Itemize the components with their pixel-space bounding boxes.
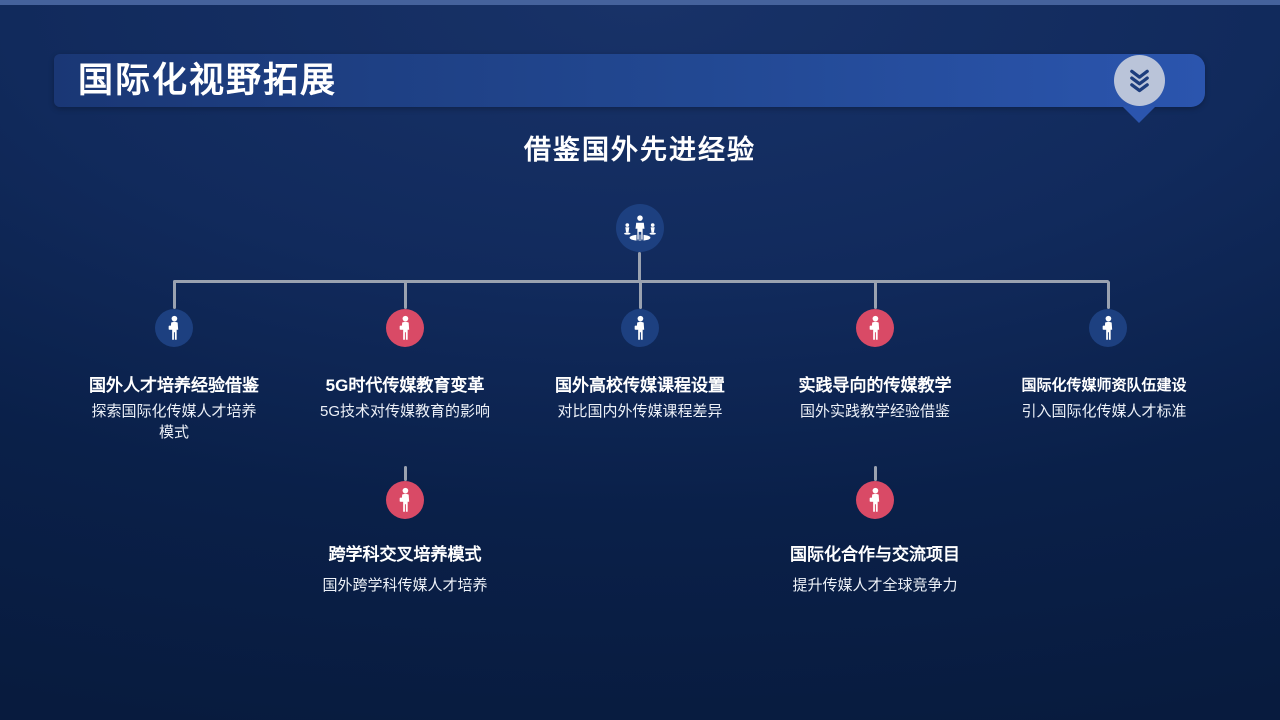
node-circle-4 <box>856 309 894 347</box>
node-title-5: 国际化传媒师资队伍建设 <box>1021 377 1187 394</box>
connector-stub-7 <box>874 466 877 481</box>
node-desc-5: 引入国际化传媒人才标准 <box>1021 403 1187 420</box>
person-icon <box>168 315 179 340</box>
person-icon <box>634 315 645 340</box>
node-title-1: 国外人才培养经验借鉴 <box>89 376 259 395</box>
page-title: 国际化视野拓展 <box>78 61 338 100</box>
node-desc-1: 探索国际化传媒人才培养模式 <box>91 403 257 441</box>
node-circle-2 <box>386 309 424 347</box>
connector-drop-5 <box>1107 281 1110 309</box>
node-circle-7 <box>856 481 894 519</box>
node-desc-2: 5G技术对传媒教育的影响 <box>319 403 491 420</box>
connector-drop-3 <box>639 281 642 309</box>
node-circle-1 <box>155 309 193 347</box>
title-banner: 国际化视野拓展 <box>54 54 1205 107</box>
connector-drop-2 <box>404 281 407 309</box>
node-circle-6 <box>386 481 424 519</box>
node-title-7: 国际化合作与交流项目 <box>790 545 960 564</box>
node-title-6: 跨学科交叉培养模式 <box>328 545 482 564</box>
connector-root-stem <box>638 252 641 281</box>
chevron-badge <box>1114 55 1165 106</box>
connector-drop-4 <box>874 281 877 309</box>
root-node-circle <box>616 204 664 252</box>
slide-subtitle: 借鉴国外先进经验 <box>524 135 756 165</box>
node-desc-6: 国外跨学科传媒人才培养 <box>322 577 488 594</box>
node-desc-3: 对比国内外传媒课程差异 <box>557 403 723 420</box>
triple-chevron-down-icon <box>1130 69 1149 93</box>
person-icon <box>869 315 880 340</box>
connector-stub-6 <box>404 466 407 481</box>
connector-drop-1 <box>173 281 176 309</box>
node-circle-3 <box>621 309 659 347</box>
banner-tail <box>1122 106 1156 123</box>
person-icon <box>399 487 410 512</box>
node-title-3: 国外高校传媒课程设置 <box>555 376 725 395</box>
node-title-2: 5G时代传媒教育变革 <box>325 376 485 395</box>
person-icon <box>869 487 880 512</box>
person-icon <box>399 315 410 340</box>
node-desc-4: 国外实践教学经验借鉴 <box>799 403 951 420</box>
team-leader-icon <box>624 213 656 241</box>
node-circle-5 <box>1089 309 1127 347</box>
node-desc-7: 提升传媒人才全球竞争力 <box>792 577 958 594</box>
top-accent-strip <box>0 0 1280 5</box>
node-title-4: 实践导向的传媒教学 <box>798 376 952 395</box>
person-icon <box>1102 315 1113 340</box>
